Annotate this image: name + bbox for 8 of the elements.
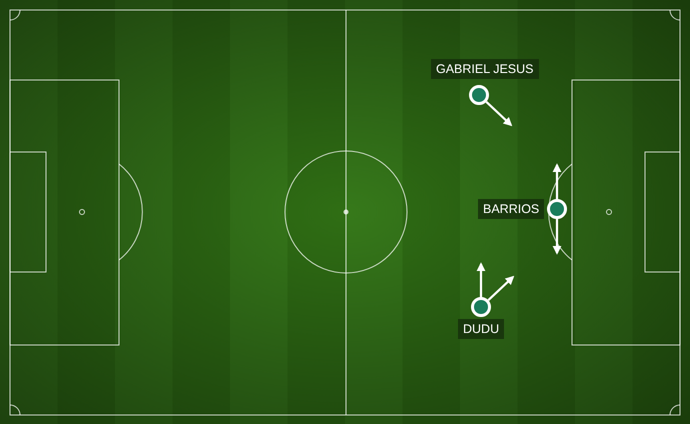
player-name-label: DUDU xyxy=(458,319,504,339)
movement-arrow xyxy=(552,219,562,255)
player-name-label: BARRIOS xyxy=(478,199,544,219)
movement-arrow xyxy=(486,101,512,126)
movement-arrow xyxy=(476,262,486,297)
movement-arrow xyxy=(488,276,514,301)
movement-arrow xyxy=(552,163,562,199)
player-name-label: GABRIEL JESUS xyxy=(431,59,538,79)
